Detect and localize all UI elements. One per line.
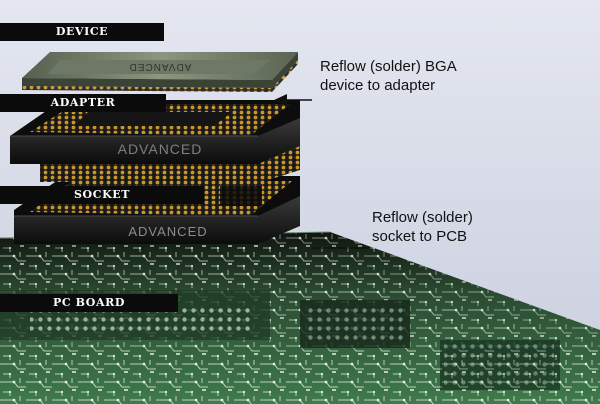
adapter-label: ADAPTER [0, 94, 166, 112]
reflow-device-line2: device to adapter [320, 77, 436, 94]
reflow-device-line1: Reflow (solder) BGA [320, 58, 457, 75]
adapter-chip [10, 100, 300, 164]
adapter-brand-text: ADVANCED [118, 141, 203, 157]
bga-device [22, 52, 298, 92]
socket-brand-text: ADVANCED [128, 224, 207, 239]
reflow-socket-line1: Reflow (solder) [372, 209, 473, 226]
device-top-text: ADVANCED [129, 61, 192, 72]
arrow-device-to-adapter [274, 94, 312, 106]
socket-label: SOCKET [0, 186, 204, 204]
reflow-socket-annotation: Reflow (solder) socket to PCB [372, 208, 473, 246]
device-label: DEVICE [0, 23, 164, 41]
reflow-device-annotation: Reflow (solder) BGA device to adapter [320, 57, 457, 95]
pc-board-label: PC BOARD [0, 294, 178, 312]
reflow-socket-line2: socket to PCB [372, 228, 468, 245]
